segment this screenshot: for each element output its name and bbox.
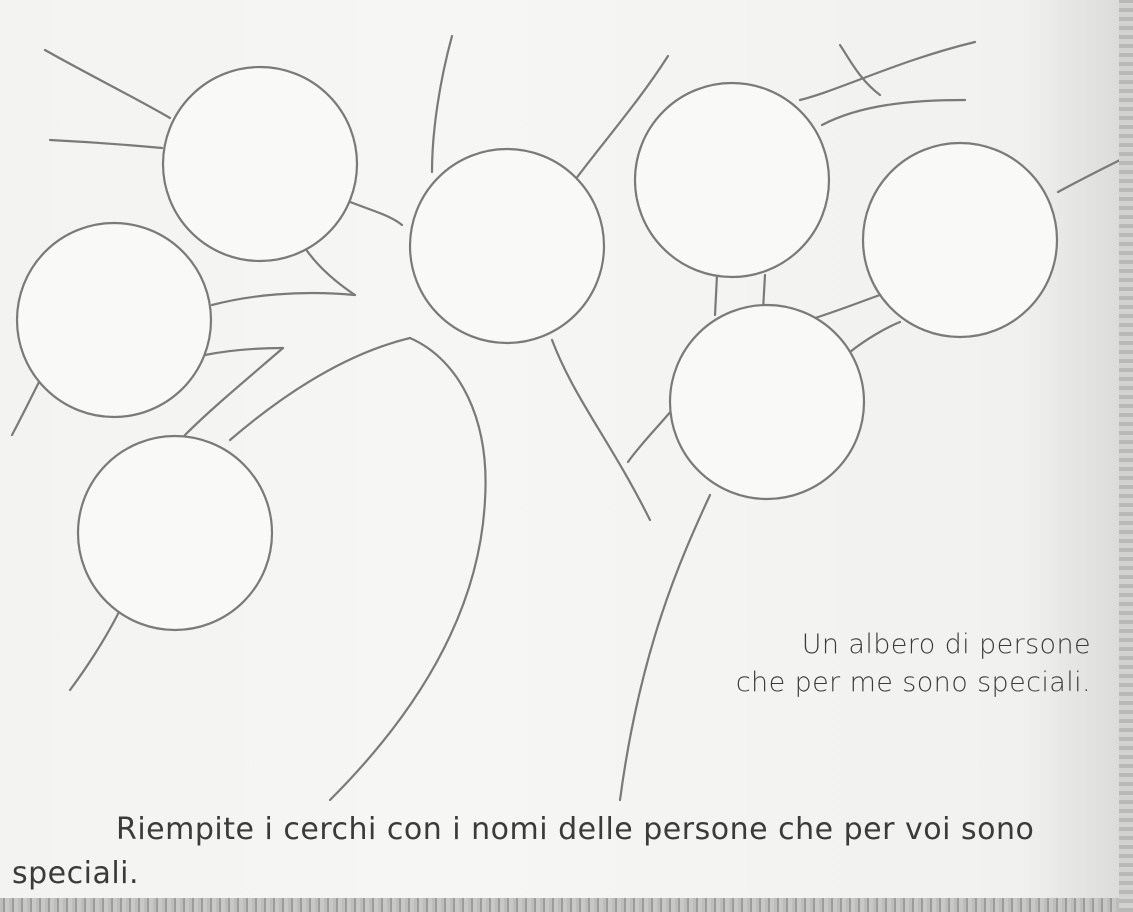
scan-right-edge	[1119, 0, 1133, 912]
twig-top-right-1	[798, 40, 977, 102]
twig-left-lower	[203, 346, 285, 357]
twig-center-top	[430, 34, 454, 174]
name-circle-5	[633, 81, 831, 279]
name-circle-6	[861, 141, 1059, 339]
tree-branches	[10, 34, 1122, 802]
trunk-right	[618, 493, 712, 802]
connector-right-4	[848, 320, 902, 354]
connector-right-3	[813, 293, 882, 320]
twig-top-right-3	[838, 43, 882, 97]
twig-left-mid-2	[303, 246, 357, 297]
twig-top-right-2	[820, 98, 967, 127]
twig-right-down	[626, 408, 674, 464]
trunk-left	[328, 336, 487, 802]
instruction-text: Riempite i cerchi con i nomi delle perso…	[12, 808, 1102, 896]
twig-top-left-2	[48, 138, 164, 150]
caption-line-2: che per me sono speciali.	[735, 667, 1091, 698]
name-circle-3	[76, 434, 274, 632]
twig-center-down	[550, 338, 652, 522]
twig-center-right	[573, 54, 670, 182]
name-circle-4	[408, 147, 606, 345]
caption-line-1: Un albero di persone	[801, 629, 1091, 660]
name-circle-2	[15, 221, 213, 419]
instruction-line-1: Riempite i cerchi con i nomi delle perso…	[116, 812, 961, 847]
twig-top-left-1	[43, 48, 172, 120]
twig-far-left	[10, 378, 42, 437]
tree-caption: Un albero di persone che per me sono spe…	[491, 626, 1091, 702]
name-circles	[15, 65, 1059, 632]
twig-far-right	[1056, 158, 1122, 194]
connector-right-1	[713, 273, 719, 317]
name-circle-1	[161, 65, 359, 263]
scan-bottom-edge	[0, 898, 1133, 912]
trunk-left-branch	[228, 336, 412, 442]
name-circle-7	[668, 303, 866, 501]
twig-left-lower-2	[183, 346, 285, 437]
twig-bottom-left	[68, 608, 122, 692]
instruction-line-2: sono speciali.	[12, 812, 1035, 891]
twig-left-mid	[210, 291, 357, 307]
twig-upper-center-left	[343, 198, 404, 227]
